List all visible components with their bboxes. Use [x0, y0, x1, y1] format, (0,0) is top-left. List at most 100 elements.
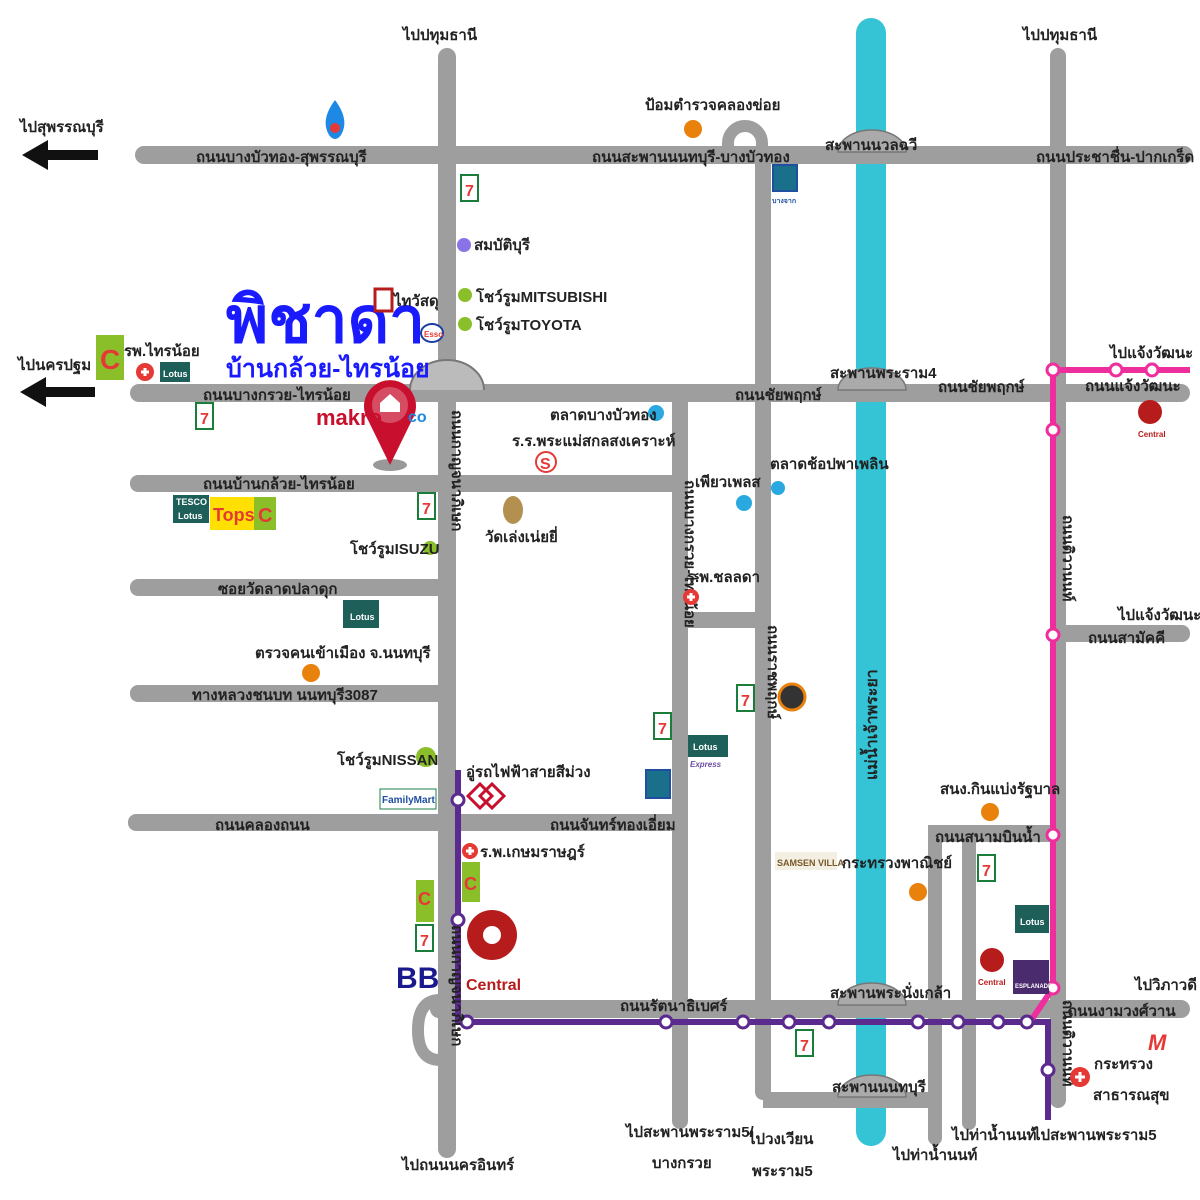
label: ถนนคลองถนน: [215, 817, 310, 834]
road-v-968: [962, 825, 976, 1130]
mini-big-c-logo: C: [254, 497, 276, 530]
bangchak-logo: [645, 769, 671, 799]
poi-markers: [302, 120, 999, 901]
svg-text:7: 7: [658, 721, 667, 738]
label: ถนนบ้านกล้วย-ไทรน้อย: [203, 474, 355, 493]
label: ไปวิภาวดี: [1133, 975, 1197, 994]
label: ถนนรัตนาธิเบศร์: [620, 997, 728, 1015]
direction-labels: ไปปทุมธานี ไปปทุมธานี ไปสุพรรณบุรี ไปนคร…: [16, 25, 1200, 1180]
label: ไปปทุมธานี: [401, 25, 478, 45]
svg-text:Central: Central: [1138, 430, 1166, 439]
label: ถนนชัยพฤกษ์: [938, 378, 1025, 396]
central-logo: Central: [466, 910, 521, 994]
label: สมบัติบุรี: [474, 236, 531, 255]
label: โชว์รูมISUZU: [349, 539, 440, 559]
tesco-lotus-logo: Lotus: [160, 362, 190, 382]
svg-text:Tops: Tops: [213, 505, 255, 525]
hospital-icon: [136, 363, 154, 381]
label: ไปท่าน้ำนนท์: [891, 1143, 978, 1164]
big-c-logo: C: [462, 862, 480, 902]
road-soi-latpladuk: [130, 579, 450, 596]
samsen-villa-logo: SAMSEN VILLA: [775, 852, 845, 870]
svg-text:C: C: [418, 889, 431, 909]
river-label: แม่น้ำเจ้าพระยา: [859, 669, 881, 780]
label: สะพานนวลฉวี: [825, 137, 917, 154]
mrt-logo: [465, 781, 507, 811]
label: ไปสุพรรณบุรี: [18, 117, 105, 137]
label: สาธารณสุข: [1093, 1087, 1170, 1105]
the-mall-logo: M: [1148, 1030, 1167, 1055]
label: สะพานนนทบุรี: [832, 1079, 927, 1097]
road-samakkhi: [1058, 625, 1190, 642]
road-bangkruai-sainoi-v: [672, 384, 688, 1129]
label: ร.ร.พระแม่สกลสงเคราะห์: [512, 432, 676, 450]
central-logo: Central: [978, 948, 1006, 987]
svg-text:Lotus: Lotus: [178, 511, 203, 521]
svg-text:C: C: [258, 505, 272, 527]
big-c-logo: C: [96, 335, 124, 380]
svg-text:7: 7: [741, 693, 750, 710]
label: สะพานพระราม4: [830, 365, 937, 382]
label: ไปสะพานพระราม5: [1031, 1125, 1157, 1144]
svg-text:C: C: [464, 874, 477, 894]
roads: [128, 48, 1193, 1158]
label: พระราม5: [752, 1163, 813, 1180]
label: ถนนสามัคคี: [1088, 630, 1165, 647]
label: สนง.กินแบ่งรัฐบาล: [940, 780, 1060, 799]
label: ถนนสะพานนนทบุรี-บางบัวทอง: [592, 149, 790, 167]
label: ไปนครปฐม: [16, 355, 91, 375]
road-v-935: [928, 825, 942, 1145]
label: ตลาดบางบัวทอง: [550, 407, 657, 424]
svg-text:บางจาก: บางจาก: [772, 198, 796, 205]
location-pin-icon: [363, 380, 416, 471]
bridge-labels: สะพานนวลฉวี สะพานพระราม4 สะพานพระนั่งเกล…: [825, 137, 951, 1097]
label: ถนนบางกรวย-ไทรน้อย: [681, 480, 700, 628]
svg-text:Lotus: Lotus: [693, 742, 718, 752]
svg-text:7: 7: [982, 863, 991, 880]
svg-text:Express: Express: [690, 760, 722, 769]
tesco-lotus-logo: Lotus: [1015, 905, 1049, 933]
svg-text:7: 7: [422, 501, 431, 518]
svg-text:ESPLANADE: ESPLANADE: [1015, 984, 1052, 990]
big-c-logo: C: [416, 880, 434, 922]
label: กระทรวงพาณิชย์: [842, 854, 952, 872]
label: กระทรวง: [1094, 1056, 1153, 1073]
svg-text:S: S: [540, 456, 551, 473]
label: ทางหลวงชนบท นนทบุรี3087: [192, 687, 378, 705]
label: ไทวัสดุ: [392, 291, 439, 311]
school-s-logo: S: [535, 451, 557, 473]
seven-eleven-icon: 7: [460, 174, 479, 202]
rail-stations: [450, 362, 1160, 1078]
arrow-left-icon: [22, 140, 98, 170]
hospital-icon: [1070, 1067, 1090, 1087]
pink-line: [1027, 367, 1190, 1024]
label: ถนนชัยพฤกษ์: [735, 386, 822, 404]
bb-market-logo: BB: [396, 962, 439, 995]
road-bangbuathong-suphan: [135, 146, 1193, 164]
label: ถนนราชพฤกษ์: [764, 625, 782, 720]
label: สะพานพระนั่งเกล้า: [830, 982, 951, 1002]
thaiwatsadu-logo: [373, 287, 394, 313]
esplanade-logo: ESPLANADE: [1013, 960, 1052, 994]
road-highway-3087: [130, 685, 450, 702]
label: โชว์รูมNISSAN: [336, 750, 438, 770]
road-loop-south: [411, 994, 441, 1066]
overpass-arc: [409, 359, 485, 391]
tops-logo: Tops: [210, 497, 255, 530]
road-bankluai-sainoi: [130, 475, 685, 492]
label: โชว์รูมMITSUBISHI: [475, 287, 607, 307]
label: ไปแจ้งวัฒนะ: [1108, 343, 1193, 362]
label: รพ.ไทรน้อย: [124, 341, 200, 360]
label: ซอยวัดลาดปลาดุก: [218, 581, 337, 599]
hospital-icon: [683, 589, 699, 605]
road-kanchanaphisek: [438, 48, 456, 1158]
tesco-lotus-logo: Lotus: [343, 600, 379, 628]
svg-text:7: 7: [465, 183, 474, 200]
label: ไปแจ้งวัฒนะ: [1116, 605, 1200, 624]
familymart-logo: FamilyMart: [379, 788, 437, 810]
seven-eleven-icon: 7: [977, 854, 996, 882]
road-loop-north: [722, 120, 768, 158]
road-sanambinnam: [928, 825, 1058, 842]
